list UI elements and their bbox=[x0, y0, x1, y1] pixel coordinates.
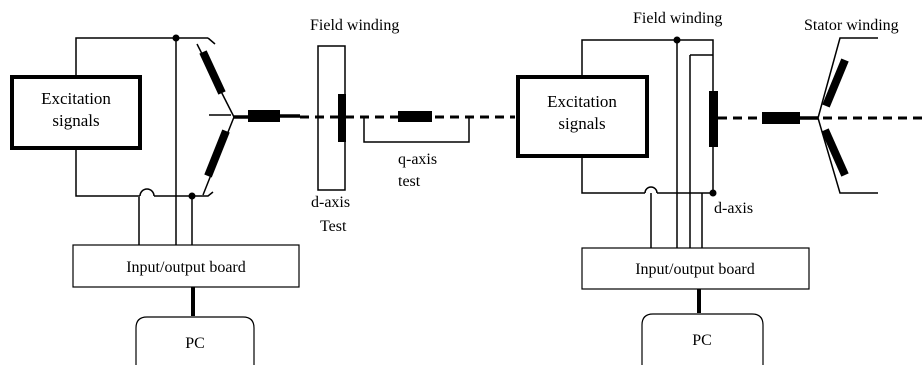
right-setup: Field winding Stator winding Excitation … bbox=[516, 10, 923, 365]
right-pc-box bbox=[641, 313, 764, 365]
left-pc-label: PC bbox=[185, 335, 205, 352]
right-junction-bottom bbox=[709, 189, 717, 197]
right-d-axis-label: d-axis bbox=[714, 200, 753, 217]
right-field-winding-label: Field winding bbox=[633, 10, 722, 27]
right-excitation-block bbox=[516, 75, 649, 158]
left-q-axis-label: q-axis bbox=[398, 151, 437, 168]
right-stator-winding bbox=[817, 37, 878, 194]
left-io-board-label: Input/output board bbox=[126, 259, 246, 276]
right-field-winding-coil bbox=[709, 91, 718, 147]
left-q-axis-test-label: test bbox=[398, 173, 421, 190]
left-d-axis-test-label: Test bbox=[320, 218, 347, 235]
right-io-board-label: Input/output board bbox=[635, 261, 755, 278]
right-excitation-label-line2: signals bbox=[558, 114, 605, 133]
left-wiring bbox=[75, 37, 231, 245]
right-shaft-coupling bbox=[762, 112, 800, 124]
left-field-winding-coil bbox=[338, 94, 346, 142]
left-excitation-label-line2: signals bbox=[52, 111, 99, 130]
left-d-axis-label: d-axis bbox=[311, 194, 350, 211]
right-wiring bbox=[581, 39, 714, 248]
left-star-winding bbox=[196, 43, 280, 196]
right-pc-label: PC bbox=[692, 332, 712, 349]
left-io-board bbox=[72, 244, 300, 288]
left-pc-box bbox=[135, 316, 255, 365]
left-junction-bottom bbox=[188, 192, 196, 200]
left-junction-top bbox=[172, 34, 180, 42]
right-stator-winding-label: Stator winding bbox=[804, 17, 899, 34]
right-junction-top bbox=[673, 36, 681, 44]
left-setup: Excitation signals Fiel bbox=[10, 17, 515, 365]
left-field-winding-label: Field winding bbox=[310, 17, 399, 34]
right-io-board bbox=[581, 247, 810, 290]
left-q-axis-loop bbox=[363, 111, 470, 143]
left-excitation-label-line1: Excitation bbox=[41, 89, 111, 108]
right-excitation-label-line1: Excitation bbox=[547, 92, 617, 111]
